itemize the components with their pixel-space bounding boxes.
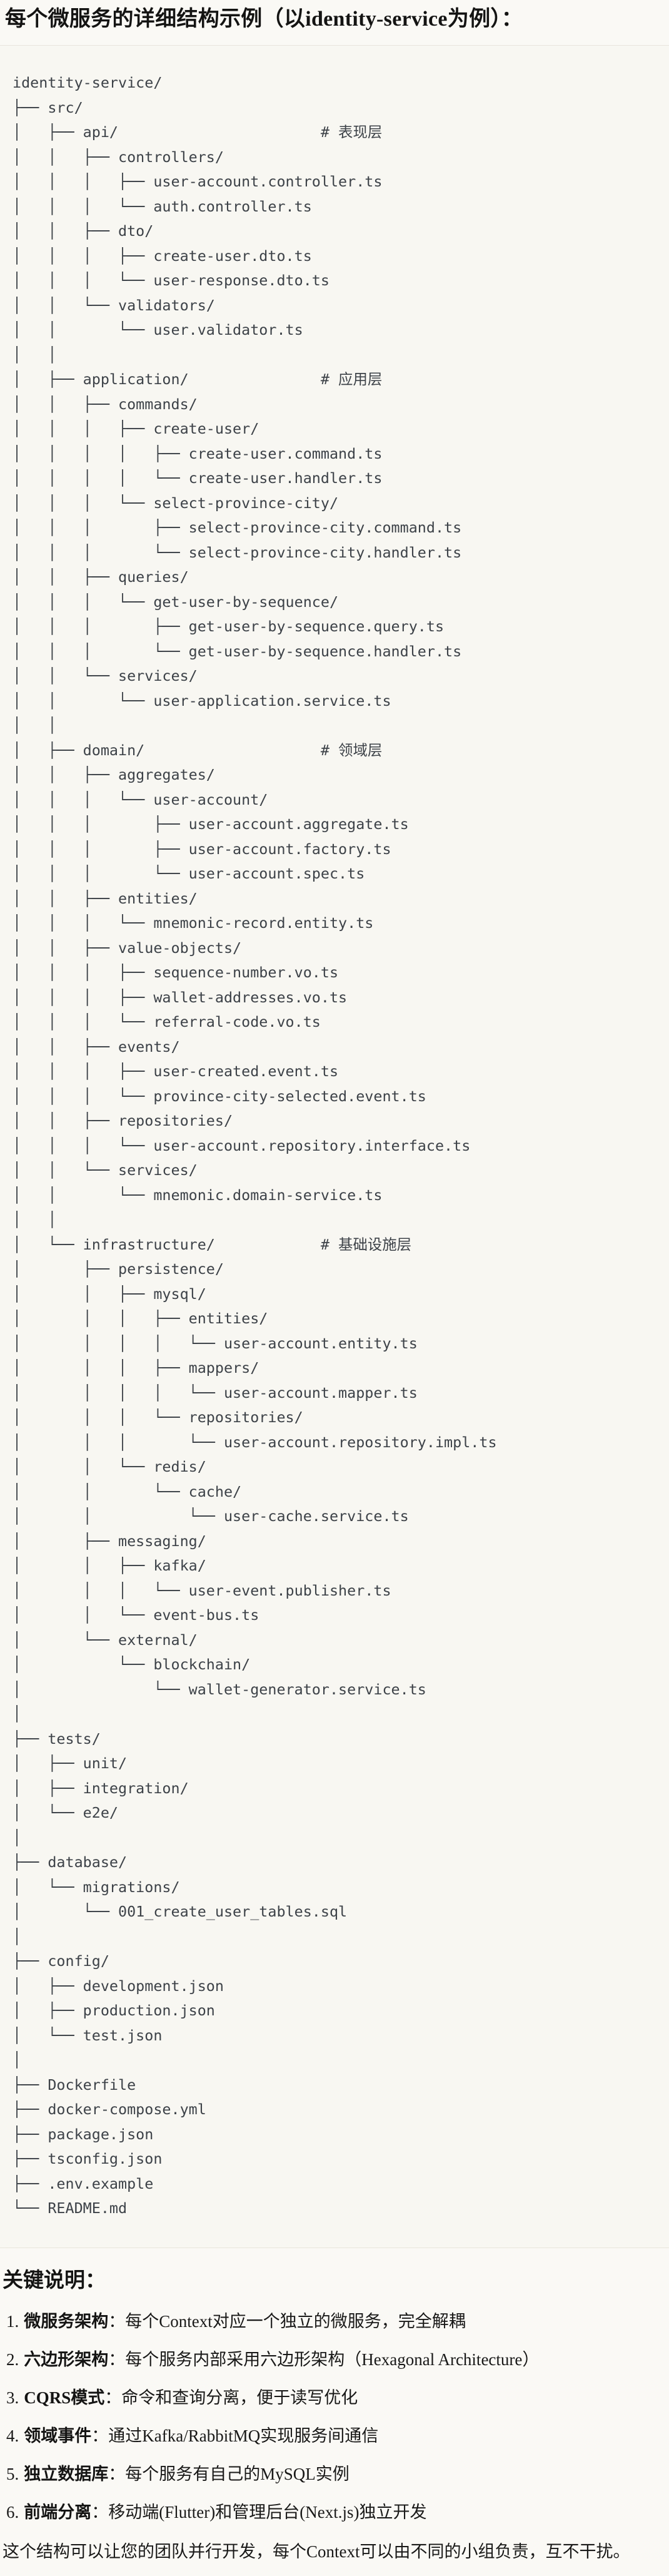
key-notes-section: 关键说明： 1.微服务架构：每个Context对应一个独立的微服务，完全解耦 2… [0, 2267, 669, 2563]
notes-heading: 关键说明： [3, 2269, 106, 2292]
note-text: ：每个服务内部采用六边形架构（Hexagonal Architecture） [108, 2349, 540, 2369]
file-tree: identity-service/ ├── src/ │ ├── api/ # … [13, 74, 497, 2217]
note-number: 5. [6, 2464, 19, 2483]
note-number: 2. [6, 2349, 19, 2369]
note-item-6: 6.前端分离：移动端(Flutter)和管理后台(Next.js)独立开发 [6, 2501, 664, 2523]
note-item-3: 3. CQRS模式：命令和查询分离，便于读写优化 [6, 2386, 664, 2409]
note-label: 领域事件 [24, 2426, 92, 2445]
note-number: 4. [6, 2426, 19, 2445]
note-item-5: 5. 独立数据库：每个服务有自己的MySQL实例 [6, 2463, 664, 2485]
note-text: ：命令和查询分离，便于读写优化 [104, 2388, 358, 2407]
note-label: 独立数据库 [24, 2464, 109, 2483]
note-text: ：通过Kafka/RabbitMQ实现服务间通信 [91, 2426, 379, 2445]
note-item-4: 4. 领域事件：通过Kafka/RabbitMQ实现服务间通信 [6, 2425, 664, 2447]
note-item-1: 1.微服务架构：每个Context对应一个独立的微服务，完全解耦 [6, 2310, 664, 2333]
code-block: identity-service/ ├── src/ │ ├── api/ # … [0, 45, 669, 2248]
note-label: 微服务架构 [24, 2311, 109, 2331]
note-item-2: 2.六边形架构：每个服务内部采用六边形架构（Hexagonal Architec… [6, 2348, 664, 2371]
note-label: 前端分离 [24, 2502, 92, 2522]
note-number: 6. [6, 2502, 19, 2522]
closing-paragraph: 这个结构可以让您的团队并行开发，每个Context可以由不同的小组负责，互不干扰… [3, 2542, 630, 2561]
note-text: ：移动端(Flutter)和管理后台(Next.js)独立开发 [91, 2502, 427, 2522]
note-label: CQRS模式 [24, 2388, 105, 2407]
page-title: 每个微服务的详细结构示例（以identity-service为例）： [5, 8, 523, 31]
note-number: 1. [6, 2311, 19, 2331]
note-text: ：每个服务有自己的MySQL实例 [108, 2464, 350, 2483]
note-number: 3. [6, 2388, 19, 2407]
note-text: ：每个Context对应一个独立的微服务，完全解耦 [108, 2311, 466, 2331]
note-label: 六边形架构 [24, 2349, 109, 2369]
